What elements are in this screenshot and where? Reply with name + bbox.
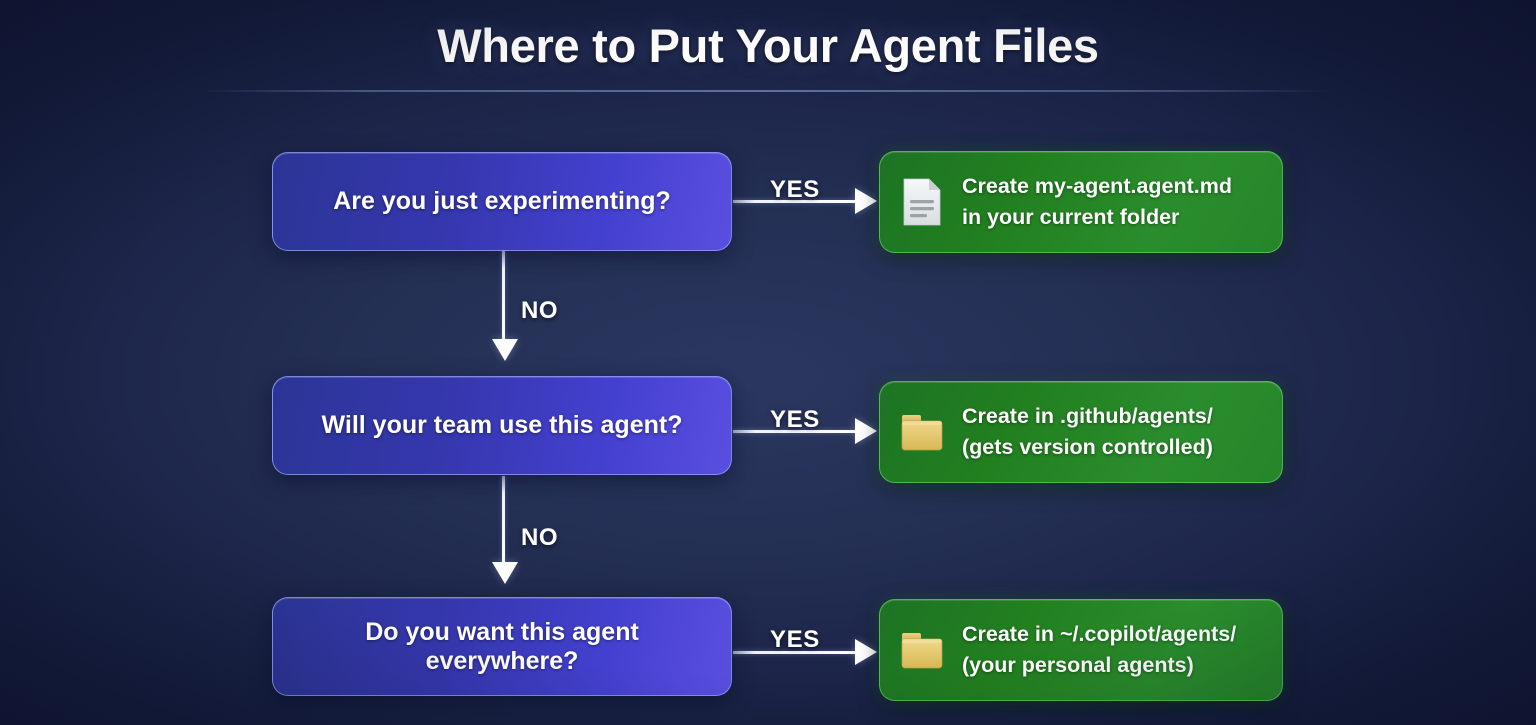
decision-node-1[interactable]: Are you just experimenting? (272, 152, 732, 251)
folder-icon (898, 406, 946, 458)
no-label-1: NO (521, 297, 559, 324)
outcome-node-2[interactable]: Create in .github/agents/ (gets version … (879, 381, 1283, 483)
folder-icon (898, 624, 946, 676)
decision-node-1-label: Are you just experimenting? (333, 187, 671, 215)
no-connector-line-1 (502, 251, 505, 341)
document-icon (898, 176, 946, 228)
no-label-2: NO (521, 524, 559, 551)
no-connector-arrow-1 (492, 339, 518, 361)
yes-connector-arrow-1 (855, 188, 877, 214)
outcome-node-1[interactable]: Create my-agent.agent.md in your current… (879, 151, 1283, 253)
outcome-node-3-line2: (your personal agents) (962, 653, 1194, 677)
no-connector-arrow-2 (492, 562, 518, 584)
yes-connector-arrow-2 (855, 418, 877, 444)
outcome-node-1-line2: in your current folder (962, 205, 1180, 229)
no-connector-line-2 (502, 476, 505, 564)
decision-node-2[interactable]: Will your team use this agent? (272, 376, 732, 475)
yes-connector-arrow-3 (855, 639, 877, 665)
decision-node-2-label: Will your team use this agent? (321, 411, 683, 439)
yes-label-1: YES (770, 176, 820, 203)
yes-label-3: YES (770, 626, 820, 653)
outcome-node-2-line1: Create in .github/agents/ (962, 404, 1213, 429)
decision-node-3-label: Do you want this agent everywhere? (365, 617, 639, 675)
outcome-node-3[interactable]: Create in ~/.copilot/agents/ (your perso… (879, 599, 1283, 701)
yes-label-2: YES (770, 406, 820, 433)
decision-node-3[interactable]: Do you want this agent everywhere? (272, 597, 732, 696)
outcome-node-1-line1: Create my-agent.agent.md (962, 174, 1233, 199)
outcome-node-2-line2: (gets version controlled) (962, 435, 1213, 459)
outcome-node-3-line1: Create in ~/.copilot/agents/ (962, 622, 1237, 647)
